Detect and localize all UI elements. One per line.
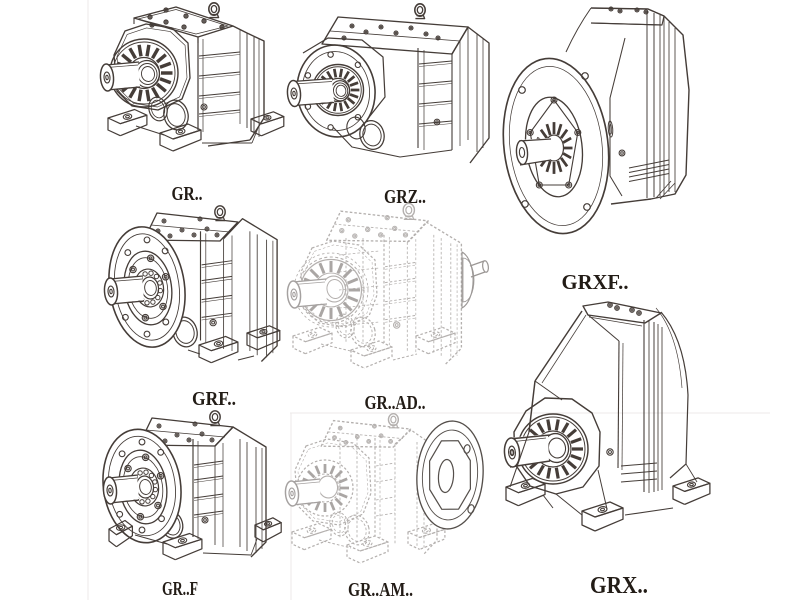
svg-text:GR..AD..: GR..AD.. — [365, 392, 426, 414]
svg-text:GRF..: GRF.. — [192, 388, 236, 410]
svg-text:GR..F: GR..F — [162, 578, 198, 600]
svg-text:GR..AM..: GR..AM.. — [348, 579, 413, 600]
svg-text:GRXF..: GRXF.. — [562, 270, 629, 294]
svg-text:GRX..: GRX.. — [590, 573, 648, 599]
svg-text:GRZ..: GRZ.. — [384, 186, 426, 208]
svg-text:GR..: GR.. — [172, 183, 203, 205]
